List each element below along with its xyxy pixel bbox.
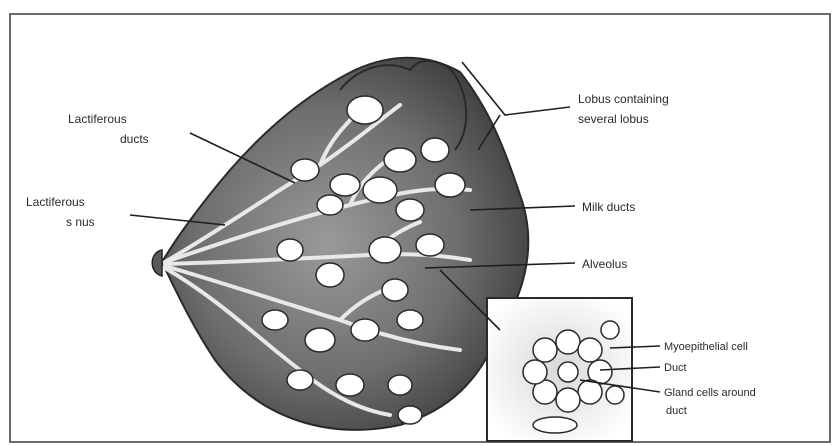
label-lactiferous-ducts-line2: ducts xyxy=(120,132,149,146)
label-lactiferous-ducts-line1: Lactiferous xyxy=(68,112,127,126)
label-myoepithelial-cell: Myoepithelial cell xyxy=(664,341,748,353)
label-duct: Duct xyxy=(664,362,687,374)
label-gland-cells-line1: Gland cells around xyxy=(664,387,756,399)
label-lactiferous-sinus-line1: Lactiferous xyxy=(26,195,85,209)
nipple xyxy=(152,250,162,276)
label-lobus-line2: several lobus xyxy=(578,112,649,126)
label-milk-ducts: Milk ducts xyxy=(582,200,635,214)
breast-illustration xyxy=(152,58,528,430)
label-alveolus: Alveolus xyxy=(582,257,627,271)
label-gland-cells-line2: duct xyxy=(666,405,687,417)
label-lobus-line1: Lobus containing xyxy=(578,92,669,106)
label-lactiferous-sinus-line2: s nus xyxy=(66,215,95,229)
